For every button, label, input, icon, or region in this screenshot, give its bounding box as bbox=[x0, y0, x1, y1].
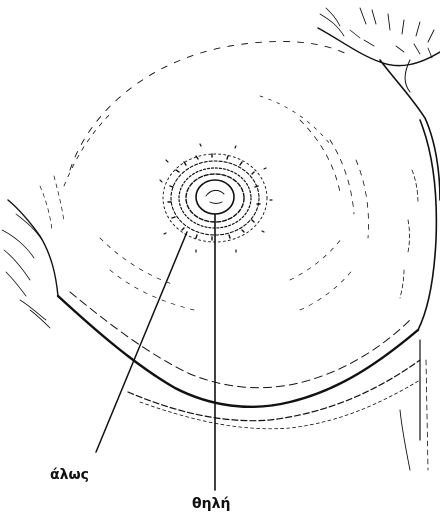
body-contour-right bbox=[318, 8, 440, 200]
areola-label: άλως bbox=[50, 468, 89, 482]
nipple-label: θηλή bbox=[192, 497, 230, 511]
breast-lower-contour bbox=[58, 292, 428, 470]
breast-right-flank bbox=[400, 120, 436, 330]
breast-upper-contour bbox=[64, 41, 369, 310]
areola bbox=[160, 144, 272, 252]
breast-left-side bbox=[2, 176, 64, 328]
nipple bbox=[196, 180, 234, 214]
